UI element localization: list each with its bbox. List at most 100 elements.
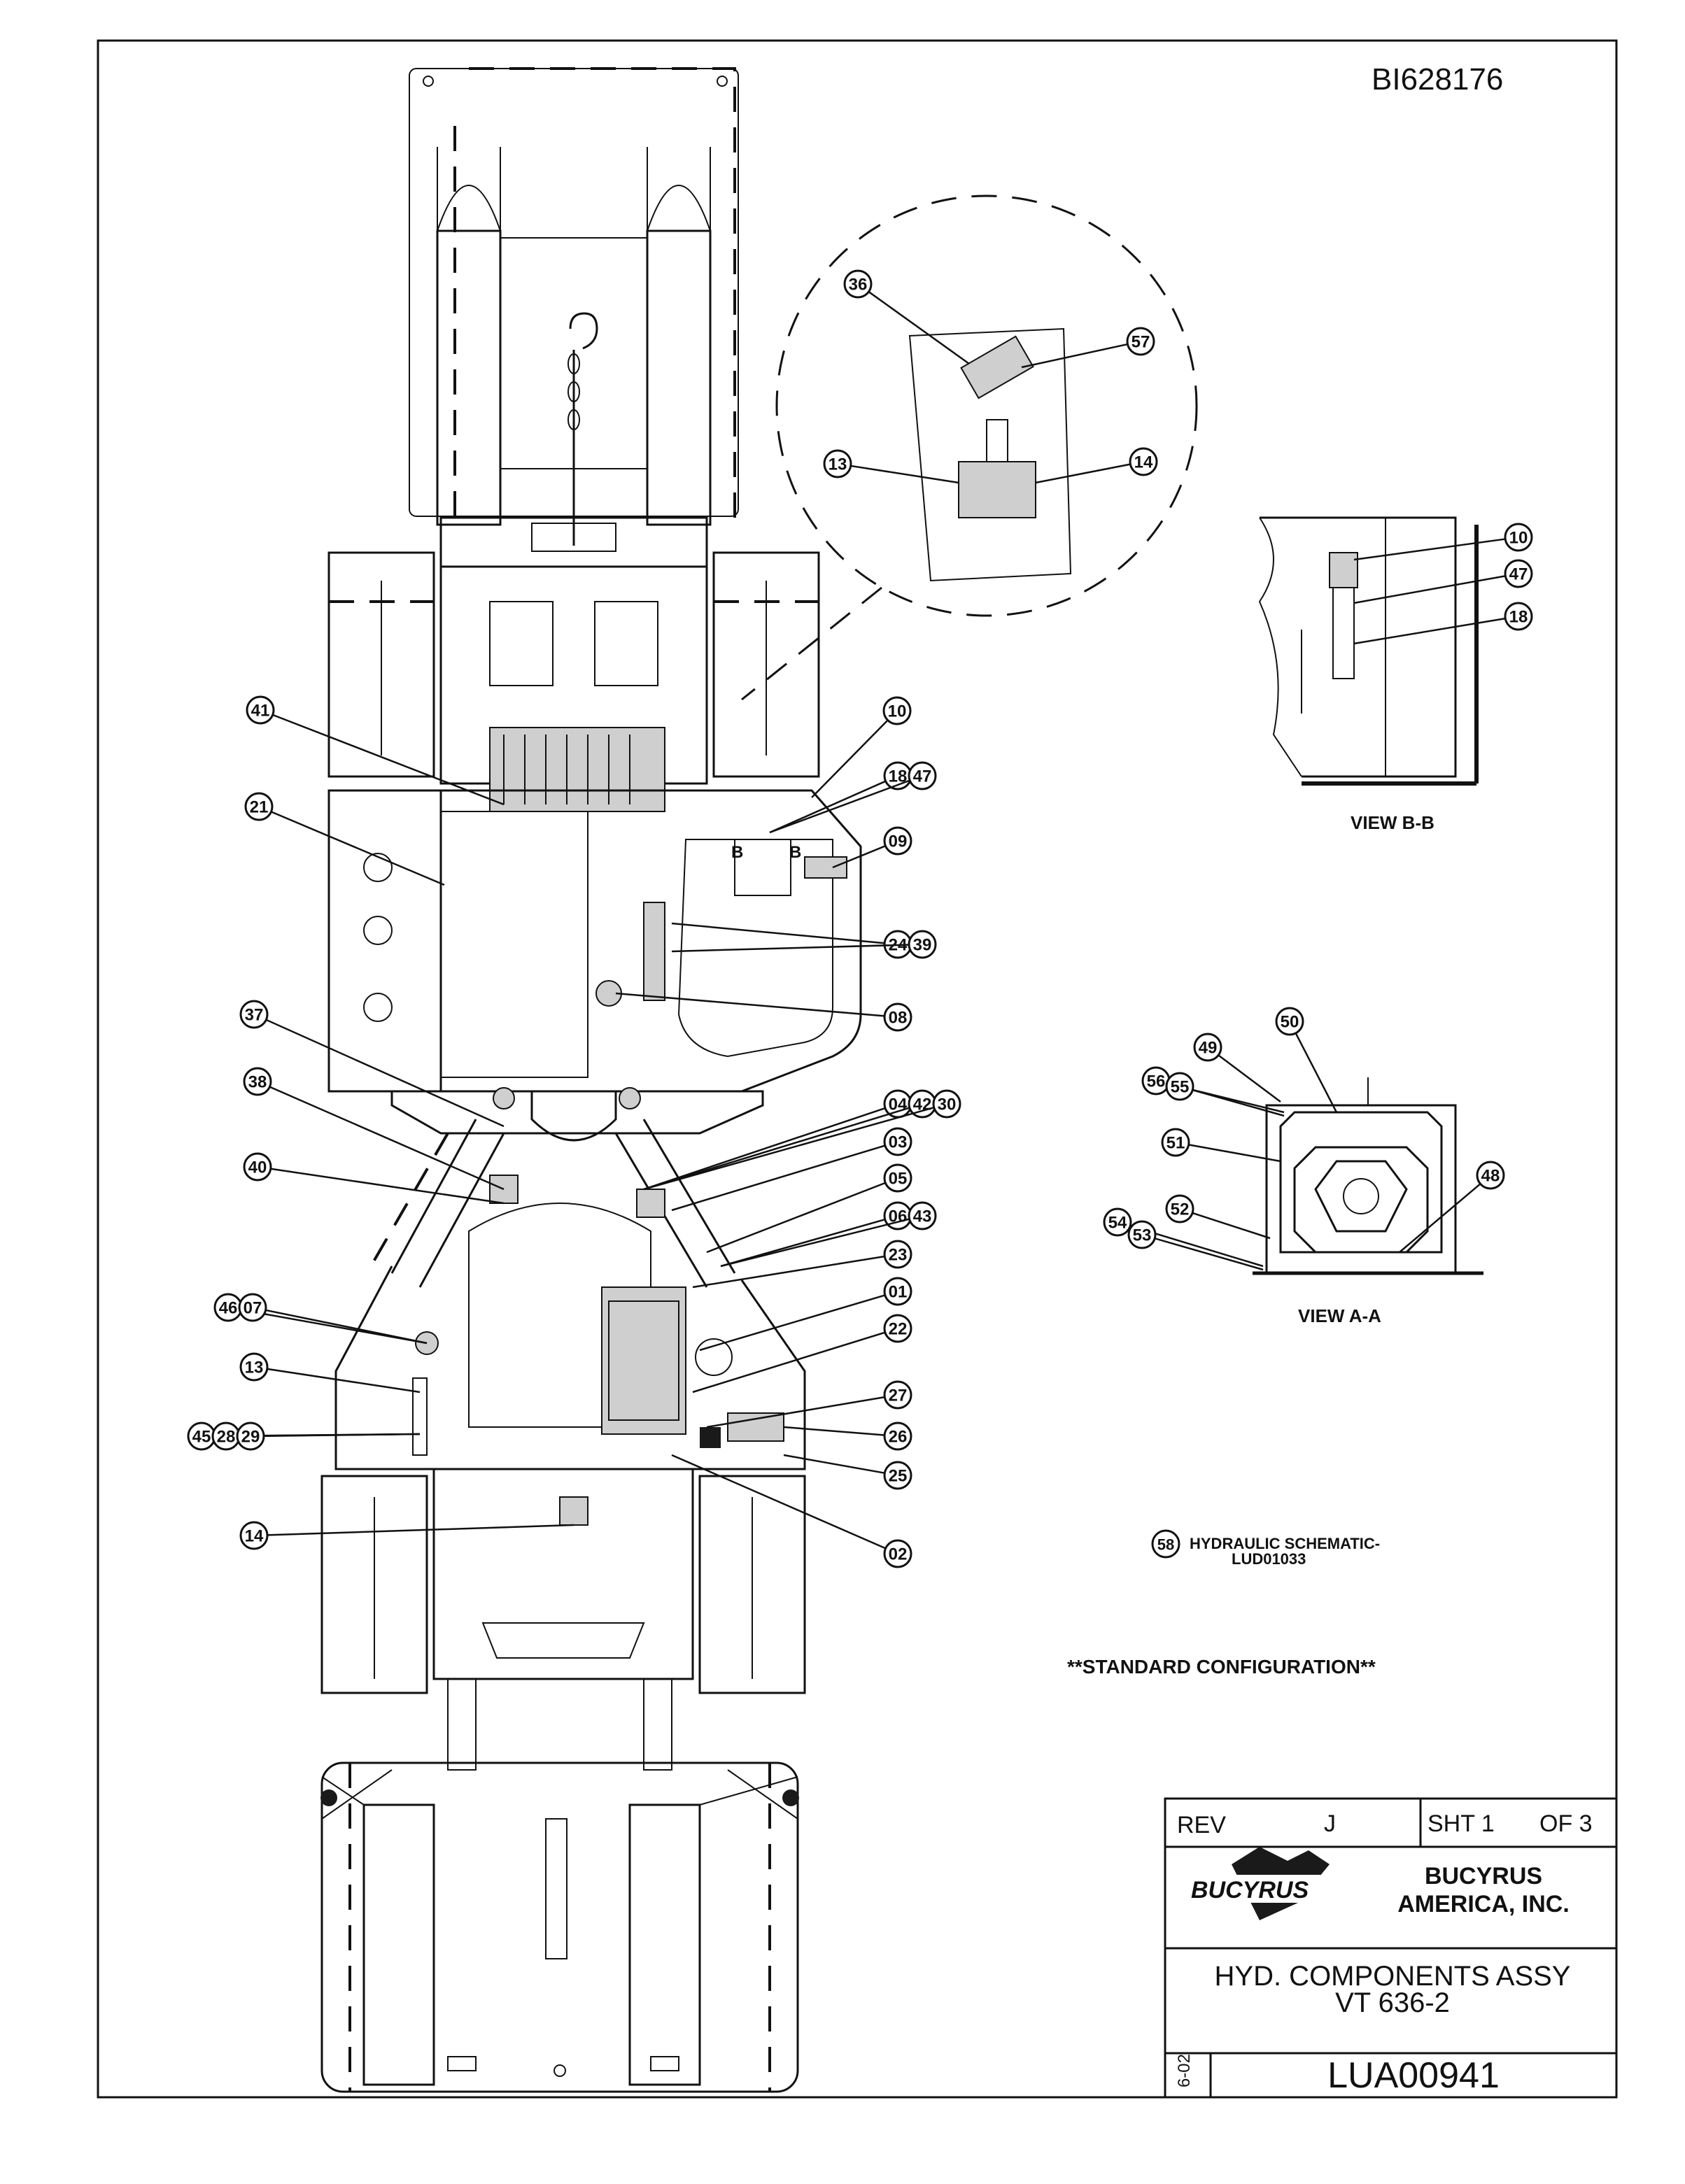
sheet-of: OF 3 — [1539, 1810, 1593, 1837]
drawing-title-line1: HYD. COMPONENTS ASSY — [1215, 1961, 1571, 1992]
callout-number: 05 — [889, 1170, 908, 1189]
callout-number: 51 — [1166, 1134, 1185, 1153]
callout-leader — [692, 1255, 885, 1289]
callout-leader — [850, 465, 959, 484]
callout-leader — [720, 1218, 886, 1268]
date-code: 6-02 — [1175, 2054, 1194, 2087]
doc-number: BI628176 — [1372, 62, 1503, 97]
callout-number: 53 — [1133, 1226, 1152, 1245]
callout-bubble-22: 22 — [883, 1314, 912, 1343]
callout-number: 43 — [913, 1207, 932, 1226]
callout-bubble-30: 30 — [932, 1089, 961, 1119]
callout-number: 07 — [244, 1299, 262, 1318]
view-bb-label: VIEW B-B — [1351, 812, 1434, 833]
drawing-number: LUA00941 — [1327, 2055, 1500, 2096]
callout-number: 29 — [241, 1428, 260, 1447]
callout-number: 30 — [938, 1095, 957, 1114]
callout-leader — [1353, 575, 1506, 604]
callout-bubble-14: 14 — [239, 1521, 269, 1550]
callout-bubble-38: 38 — [243, 1067, 272, 1096]
callout-leader — [1192, 1089, 1285, 1117]
callout-bubble-10: 10 — [1504, 523, 1533, 552]
rev-value: J — [1324, 1810, 1336, 1837]
view-aa-label: VIEW A-A — [1298, 1305, 1381, 1326]
callout-bubble-23: 23 — [883, 1240, 912, 1269]
callout-number: 10 — [888, 702, 907, 721]
company-name-line1: BUCYRUS — [1425, 1863, 1542, 1889]
section-marker-b-left: B — [731, 843, 743, 862]
callout-bubble-28: 28 — [211, 1421, 241, 1451]
callout-number: 38 — [248, 1073, 267, 1092]
callout-bubble-04: 04 — [883, 1089, 912, 1119]
configuration-note: **STANDARD CONFIGURATION** — [1067, 1656, 1376, 1678]
callout-leader — [1218, 1054, 1281, 1103]
callout-number: 45 — [192, 1428, 211, 1447]
callout-leader — [706, 1182, 886, 1254]
callout-number: 09 — [889, 832, 908, 851]
callout-number: 37 — [245, 1006, 264, 1025]
callout-number: 21 — [250, 798, 269, 817]
sheet-border — [97, 39, 1618, 2099]
callout-leader — [811, 719, 889, 798]
callout-bubble-02: 02 — [883, 1539, 912, 1568]
callout-bubble-29: 29 — [236, 1421, 265, 1451]
callout-bubble-52: 52 — [1165, 1194, 1194, 1224]
callout-bubble-14: 14 — [1129, 447, 1158, 476]
title-block: REV J SHT 1 OF 3 BUCYRUS BUCYRUS AMERICA… — [1164, 1797, 1618, 2099]
callout-number: 50 — [1281, 1013, 1299, 1032]
callout-leader — [267, 1524, 574, 1536]
callout-bubble-50: 50 — [1275, 1007, 1304, 1036]
callout-leader — [1295, 1033, 1338, 1113]
callout-number: 13 — [829, 455, 847, 474]
callout-leader — [706, 1396, 885, 1428]
bucyrus-logo-text: BUCYRUS — [1191, 1877, 1309, 1903]
callout-bubble-08: 08 — [883, 1002, 912, 1032]
callout-bubble-55: 55 — [1165, 1072, 1194, 1101]
callout-leader — [270, 1168, 505, 1205]
callout-bubble-07: 07 — [238, 1293, 267, 1322]
callout-bubble-45: 45 — [187, 1421, 216, 1451]
callout-bubble-41: 41 — [246, 695, 275, 725]
callout-leader — [265, 1309, 428, 1345]
callout-leader — [643, 1107, 910, 1191]
callout-leader — [692, 1331, 886, 1394]
callout-bubble-03: 03 — [883, 1127, 912, 1156]
schematic-note: 58 HYDRAULIC SCHEMATIC- LUD01033 — [1151, 1529, 1380, 1568]
callout-leader — [769, 780, 887, 834]
callout-number: 41 — [251, 702, 270, 721]
callout-number: 48 — [1481, 1167, 1500, 1186]
schematic-ref-number: 58 — [1157, 1536, 1174, 1554]
callout-bubble-49: 49 — [1193, 1033, 1222, 1062]
callout-bubble-57: 57 — [1126, 327, 1155, 356]
callout-bubble-54: 54 — [1103, 1207, 1132, 1237]
schematic-note-line2: LUD01033 — [1232, 1550, 1306, 1568]
callout-bubble-39: 39 — [908, 930, 937, 959]
callout-bubble-27: 27 — [883, 1380, 912, 1410]
callout-number: 01 — [889, 1283, 908, 1302]
company-name-line2: AMERICA, INC. — [1397, 1891, 1570, 1917]
callout-leader — [671, 1454, 887, 1550]
callout-number: 40 — [248, 1158, 267, 1177]
callout-bubble-51: 51 — [1161, 1128, 1190, 1157]
schematic-note-line1: HYDRAULIC SCHEMATIC- — [1190, 1535, 1380, 1552]
callout-bubble-10: 10 — [882, 696, 912, 725]
callout-number: 56 — [1147, 1072, 1166, 1091]
callout-leader — [1192, 1212, 1271, 1240]
callout-bubble-25: 25 — [883, 1461, 912, 1490]
callout-leader — [1154, 1238, 1264, 1271]
callout-bubble-13: 13 — [823, 449, 852, 478]
callout-leader — [269, 1086, 505, 1191]
callout-number: 54 — [1108, 1214, 1127, 1233]
callout-leader — [615, 992, 885, 1017]
callout-number: 14 — [1134, 453, 1153, 472]
callout-bubble-46: 46 — [213, 1293, 243, 1322]
callout-bubble-48: 48 — [1476, 1161, 1505, 1190]
callout-number: 47 — [1509, 565, 1528, 584]
callout-leader — [1188, 1144, 1281, 1163]
callout-bubble-26: 26 — [883, 1421, 912, 1451]
callout-bubble-09: 09 — [883, 826, 912, 856]
callout-number: 36 — [849, 276, 868, 295]
machine-top-view — [320, 67, 862, 2093]
callout-bubble-43: 43 — [908, 1201, 937, 1231]
